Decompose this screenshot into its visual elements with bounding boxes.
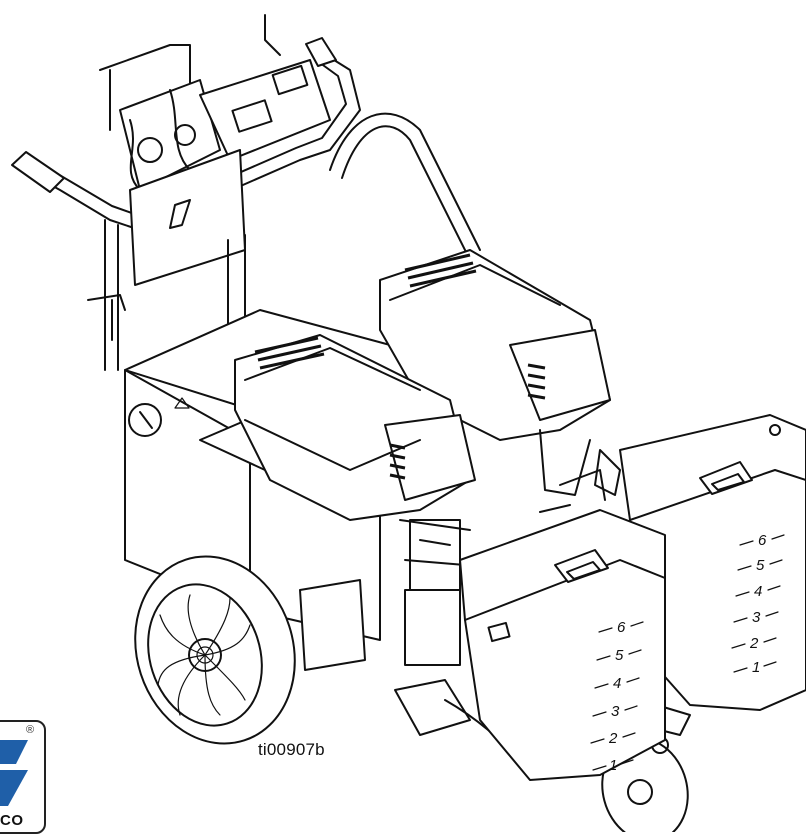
figure-id-label: ti00907b (258, 740, 325, 759)
handlebar (11, 14, 361, 231)
hopper-front-scale-6: 6 (617, 619, 626, 636)
brand-logo: ® CO (0, 720, 46, 834)
hopper-front: 6 5 4 3 2 1 (459, 509, 666, 781)
hopper-rear-scale-5: 5 (756, 557, 765, 574)
hopper-rear-scale-3: 3 (752, 609, 761, 626)
wheel-spokes (157, 594, 251, 716)
motor-vents-front (254, 336, 406, 480)
hopper-rear-scale-2: 2 (749, 635, 759, 652)
hopper-front-scale-3: 3 (611, 703, 620, 720)
caster-wheel (601, 699, 691, 832)
motor-vents-rear (404, 253, 546, 400)
brand-mark-icon (169, 199, 191, 229)
hopper-rear-scale-4: 4 (754, 583, 762, 600)
pressure-gauge-icon (174, 124, 196, 146)
frame-plate (104, 149, 246, 371)
hopper-rear: 6 5 4 3 2 1 (619, 414, 806, 711)
hose-arch (329, 112, 481, 257)
brand-logo-icon (0, 740, 28, 806)
control-panel (119, 59, 331, 191)
hopper-front-scale-4: 4 (613, 675, 621, 692)
pump-assembly (299, 519, 521, 761)
hopper-front-scale-2: 2 (608, 730, 618, 747)
hopper-rear-scale-6: 6 (758, 532, 767, 549)
pressure-gauge-icon (137, 137, 163, 163)
spray-gun-arm (87, 294, 606, 513)
hopper-front-scale-1: 1 (609, 757, 617, 774)
motor-front (234, 334, 476, 521)
brand-wordmark: CO (0, 812, 24, 829)
hopper-rear-scale-1: 1 (752, 659, 760, 676)
main-wheel (134, 555, 296, 745)
hopper-front-scale-5: 5 (615, 647, 624, 664)
registered-mark: ® (26, 724, 35, 736)
motor-rear (379, 249, 621, 496)
